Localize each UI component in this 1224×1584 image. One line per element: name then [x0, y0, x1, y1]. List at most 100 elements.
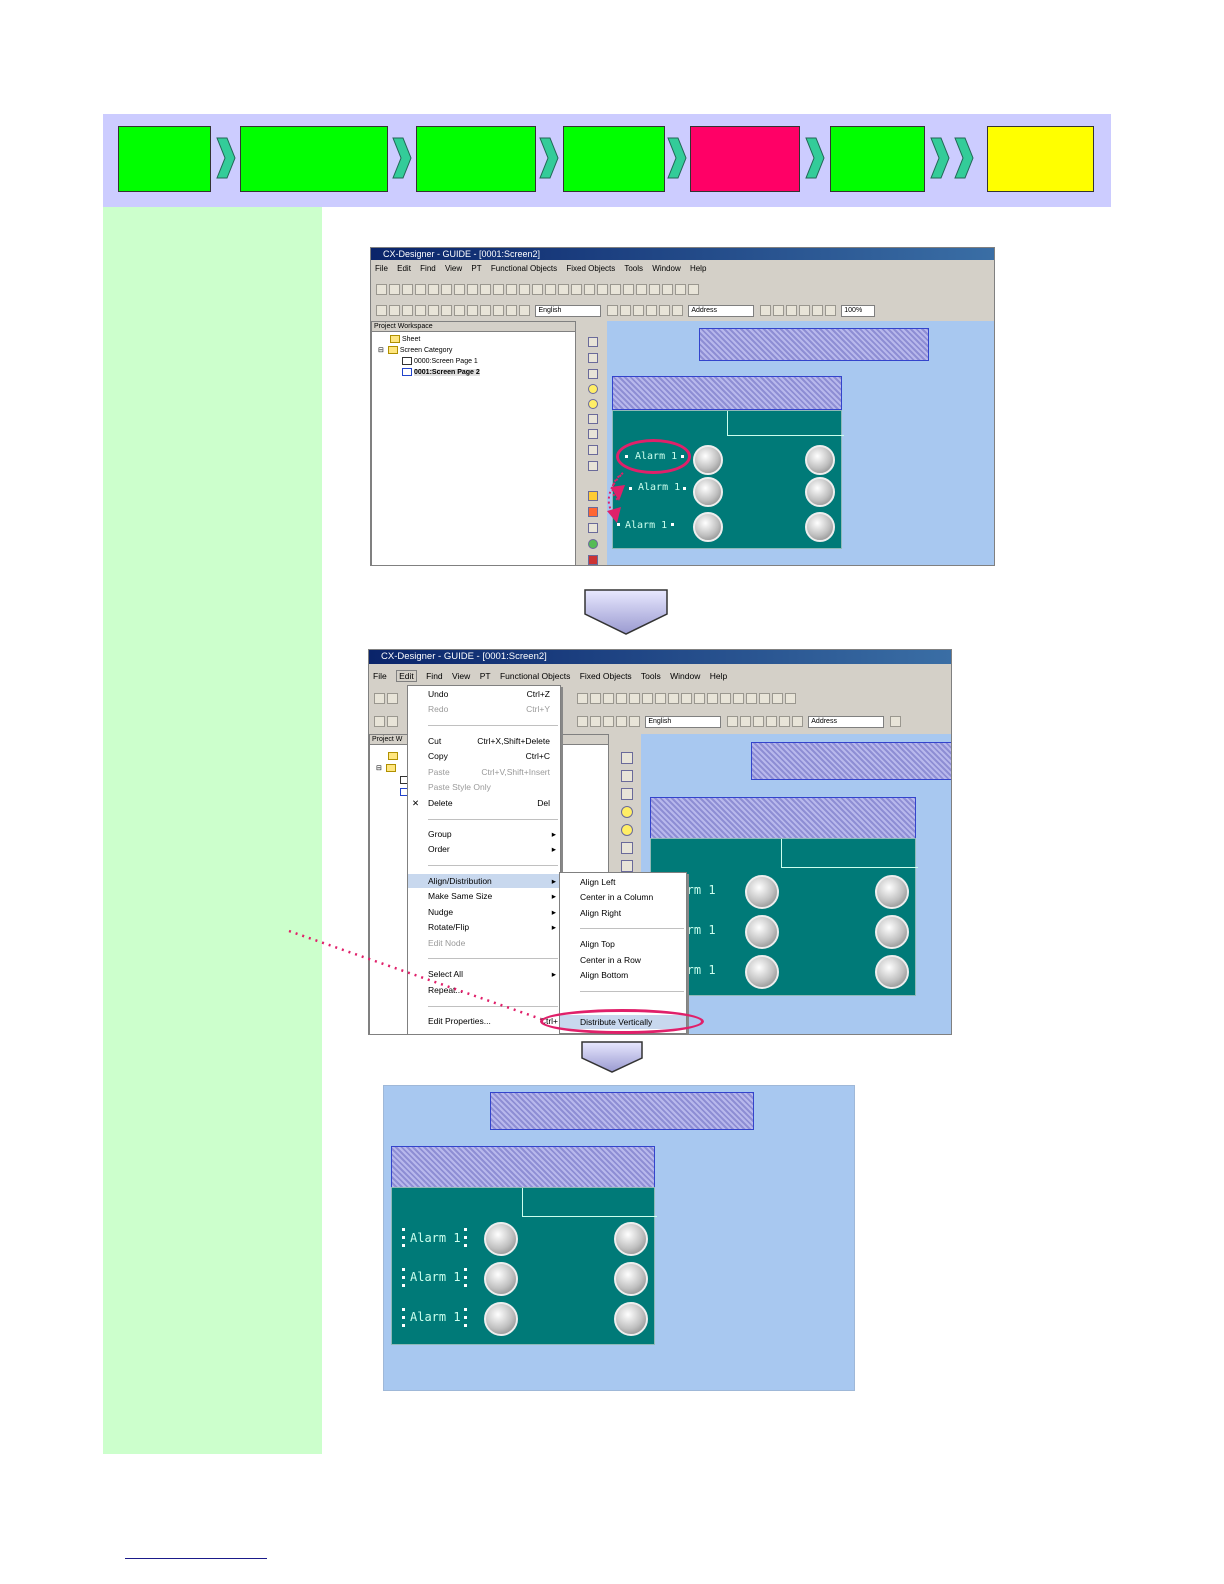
- state-icon[interactable]: [658, 305, 670, 316]
- tool-icon[interactable]: [675, 284, 686, 295]
- menu-functional-objects[interactable]: Functional Objects: [490, 264, 558, 273]
- language-select[interactable]: English: [535, 305, 602, 317]
- menu-functional-objects[interactable]: Functional Objects: [499, 671, 571, 681]
- lamp-button[interactable]: [484, 1262, 518, 1296]
- mb-icon[interactable]: [621, 788, 633, 800]
- menu-help[interactable]: Help: [689, 264, 707, 273]
- copy-screen-icon[interactable]: [480, 284, 491, 295]
- menu-help[interactable]: Help: [709, 671, 728, 681]
- menu-item-paste-style-only[interactable]: Paste Style Only: [428, 782, 491, 792]
- circle-icon[interactable]: [387, 716, 398, 727]
- state-icon[interactable]: [645, 305, 657, 316]
- rectangle-icon[interactable]: [374, 716, 385, 727]
- selection-handle[interactable]: [464, 1276, 467, 1279]
- lamp-button[interactable]: [745, 915, 779, 949]
- menu-view[interactable]: View: [452, 671, 471, 681]
- selection-handle[interactable]: [402, 1316, 405, 1319]
- menu-item-make-same-size[interactable]: Make Same Size▸: [428, 891, 556, 901]
- tree-folder[interactable]: ⊟: [376, 764, 398, 773]
- fixed-object-label[interactable]: [612, 376, 842, 410]
- state-icon[interactable]: [632, 305, 644, 316]
- alarm-list-icon[interactable]: [588, 507, 598, 517]
- fill-icon[interactable]: [811, 305, 823, 316]
- selection-handle[interactable]: [402, 1308, 405, 1311]
- lamp-button[interactable]: [484, 1302, 518, 1336]
- fixed-object-top[interactable]: [490, 1092, 754, 1130]
- arrange-icon[interactable]: [576, 716, 588, 727]
- selection-handle[interactable]: [629, 487, 632, 490]
- screen-canvas[interactable]: Alarm 1 Alarm 1 Alarm 1: [641, 734, 951, 1034]
- menu-tools[interactable]: Tools: [624, 264, 644, 273]
- delete-icon[interactable]: [597, 284, 608, 295]
- selection-handle[interactable]: [402, 1268, 405, 1271]
- build-icon[interactable]: [771, 693, 783, 704]
- bit-lamp-icon[interactable]: [621, 806, 633, 818]
- menu-item-nudge[interactable]: Nudge▸: [428, 907, 556, 917]
- word-lamp-icon[interactable]: [588, 399, 598, 409]
- arrange-icon[interactable]: [493, 305, 504, 316]
- lamp-button[interactable]: [745, 875, 779, 909]
- selection-handle[interactable]: [464, 1244, 467, 1247]
- display-icon[interactable]: [785, 305, 797, 316]
- alarm-lamp-label[interactable]: Alarm 1: [625, 520, 668, 531]
- menu-item-order[interactable]: Order▸: [428, 844, 556, 854]
- group-icon[interactable]: [467, 305, 478, 316]
- polygon-icon[interactable]: [428, 305, 439, 316]
- check-icon[interactable]: [758, 693, 770, 704]
- selection-handle[interactable]: [617, 523, 620, 526]
- state-icon[interactable]: [765, 716, 777, 727]
- label-icon[interactable]: [739, 716, 751, 727]
- selection-handle[interactable]: [402, 1284, 405, 1287]
- cut-icon[interactable]: [558, 284, 569, 295]
- arrange-icon[interactable]: [615, 716, 627, 727]
- fixed-object-top[interactable]: [699, 328, 929, 361]
- menu-view[interactable]: View: [444, 264, 463, 273]
- build-icon[interactable]: [649, 284, 660, 295]
- mb-icon[interactable]: [588, 369, 598, 379]
- state-icon[interactable]: [791, 716, 803, 727]
- globe-icon[interactable]: [588, 539, 598, 549]
- menu-file[interactable]: File: [373, 671, 387, 681]
- group-icon[interactable]: [480, 305, 491, 316]
- lamp-button[interactable]: [614, 1262, 648, 1296]
- save-icon[interactable]: [402, 284, 413, 295]
- copy-screen-icon[interactable]: [602, 693, 614, 704]
- address-select[interactable]: Address: [688, 305, 755, 317]
- menu-tools[interactable]: Tools: [640, 671, 661, 681]
- selection-handle[interactable]: [464, 1228, 467, 1231]
- menu-item-center-in-row[interactable]: Center in a Row: [580, 955, 641, 965]
- menu-item-edit-node[interactable]: Edit Node: [428, 938, 466, 948]
- menu-item-align-left[interactable]: Align Left: [580, 877, 616, 887]
- arrange-icon[interactable]: [628, 716, 640, 727]
- selection-handle[interactable]: [402, 1236, 405, 1239]
- menu-item-align-right[interactable]: Align Right: [580, 908, 622, 918]
- transfer-icon[interactable]: [441, 284, 452, 295]
- wb-icon[interactable]: [621, 770, 633, 782]
- arrange-icon[interactable]: [519, 305, 530, 316]
- copy-screen-icon[interactable]: [576, 693, 588, 704]
- fill-icon[interactable]: [824, 305, 836, 316]
- lamp-button[interactable]: [805, 445, 835, 475]
- state-icon[interactable]: [671, 305, 683, 316]
- numeral-icon[interactable]: [621, 842, 633, 854]
- alarm-lamp-label[interactable]: Alarm 1: [410, 1270, 461, 1284]
- paste-icon[interactable]: [584, 284, 595, 295]
- circle-icon[interactable]: [389, 305, 400, 316]
- display-icon[interactable]: [889, 716, 901, 727]
- open-icon[interactable]: [387, 693, 398, 704]
- selection-handle[interactable]: [464, 1316, 467, 1319]
- copy-screen-icon[interactable]: [589, 693, 601, 704]
- lamp-button[interactable]: [693, 445, 723, 475]
- menu-edit[interactable]: Edit: [397, 264, 411, 273]
- label-icon[interactable]: [619, 305, 631, 316]
- tree-folder[interactable]: [388, 752, 400, 760]
- lamp-button[interactable]: [875, 875, 909, 909]
- new-icon[interactable]: [376, 284, 387, 295]
- arrange-icon[interactable]: [506, 305, 517, 316]
- tree-item-screen-page-2[interactable]: 0001:Screen Page 2: [402, 368, 480, 376]
- find-icon[interactable]: [610, 284, 621, 295]
- menu-item-select-all[interactable]: Select All▸: [428, 969, 556, 979]
